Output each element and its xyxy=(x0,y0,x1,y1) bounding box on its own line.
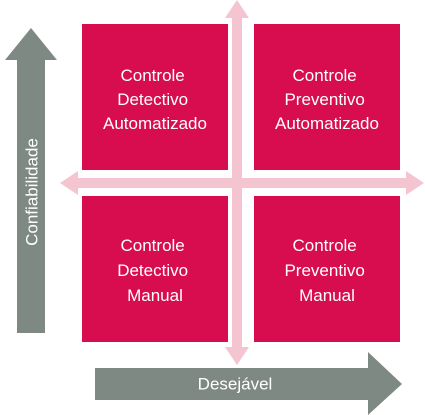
quadrant-top-left-line-3: Automatizado xyxy=(103,114,207,133)
x-axis-arrow-shape xyxy=(95,352,402,415)
y-axis-arrow: Confiabilidade xyxy=(5,28,57,333)
quadrant-top-left-line-1: Controle xyxy=(121,66,185,85)
x-axis-arrow: Desejável xyxy=(95,352,402,415)
quadrant-bottom-left-line-2: Detectivo xyxy=(117,261,188,280)
quadrant-bottom-left-label: Controle Detectivo Manual xyxy=(117,236,193,305)
y-axis-label: Confiabilidade xyxy=(23,138,42,246)
quadrant-top-right-line-2: Preventivo xyxy=(284,90,364,109)
quadrant-bottom-right-line-3: Manual xyxy=(299,286,355,305)
quadrant-top-right-line-1: Controle xyxy=(293,66,357,85)
quadrant-top-left-label: Controle Detectivo Automatizado xyxy=(103,66,207,133)
horizontal-double-arrow xyxy=(60,171,424,195)
quadrant-bottom-left-line-1: Controle xyxy=(121,236,185,255)
x-axis-label: Desejável xyxy=(198,375,273,394)
quadrant-top-right-line-3: Automatizado xyxy=(275,114,379,133)
cross-arrows xyxy=(60,0,424,365)
quadrant-bottom-right xyxy=(254,196,400,342)
quadrant-bottom-right-label: Controle Preventivo Manual xyxy=(284,236,369,305)
quadrant-top-right-label: Controle Preventivo Automatizado xyxy=(275,66,379,133)
quadrant-top-left-line-2: Detectivo xyxy=(117,90,188,109)
quadrant-bottom-right-line-1: Controle xyxy=(293,236,357,255)
quadrant-top-right xyxy=(254,24,400,170)
quadrant-top-left xyxy=(82,24,228,170)
quadrant-bottom-right-line-2: Preventivo xyxy=(284,261,364,280)
quadrant-bottom-left-line-3: Manual xyxy=(127,286,183,305)
quadrant-bottom-left xyxy=(82,196,228,342)
y-axis-arrow-shape xyxy=(5,28,57,333)
